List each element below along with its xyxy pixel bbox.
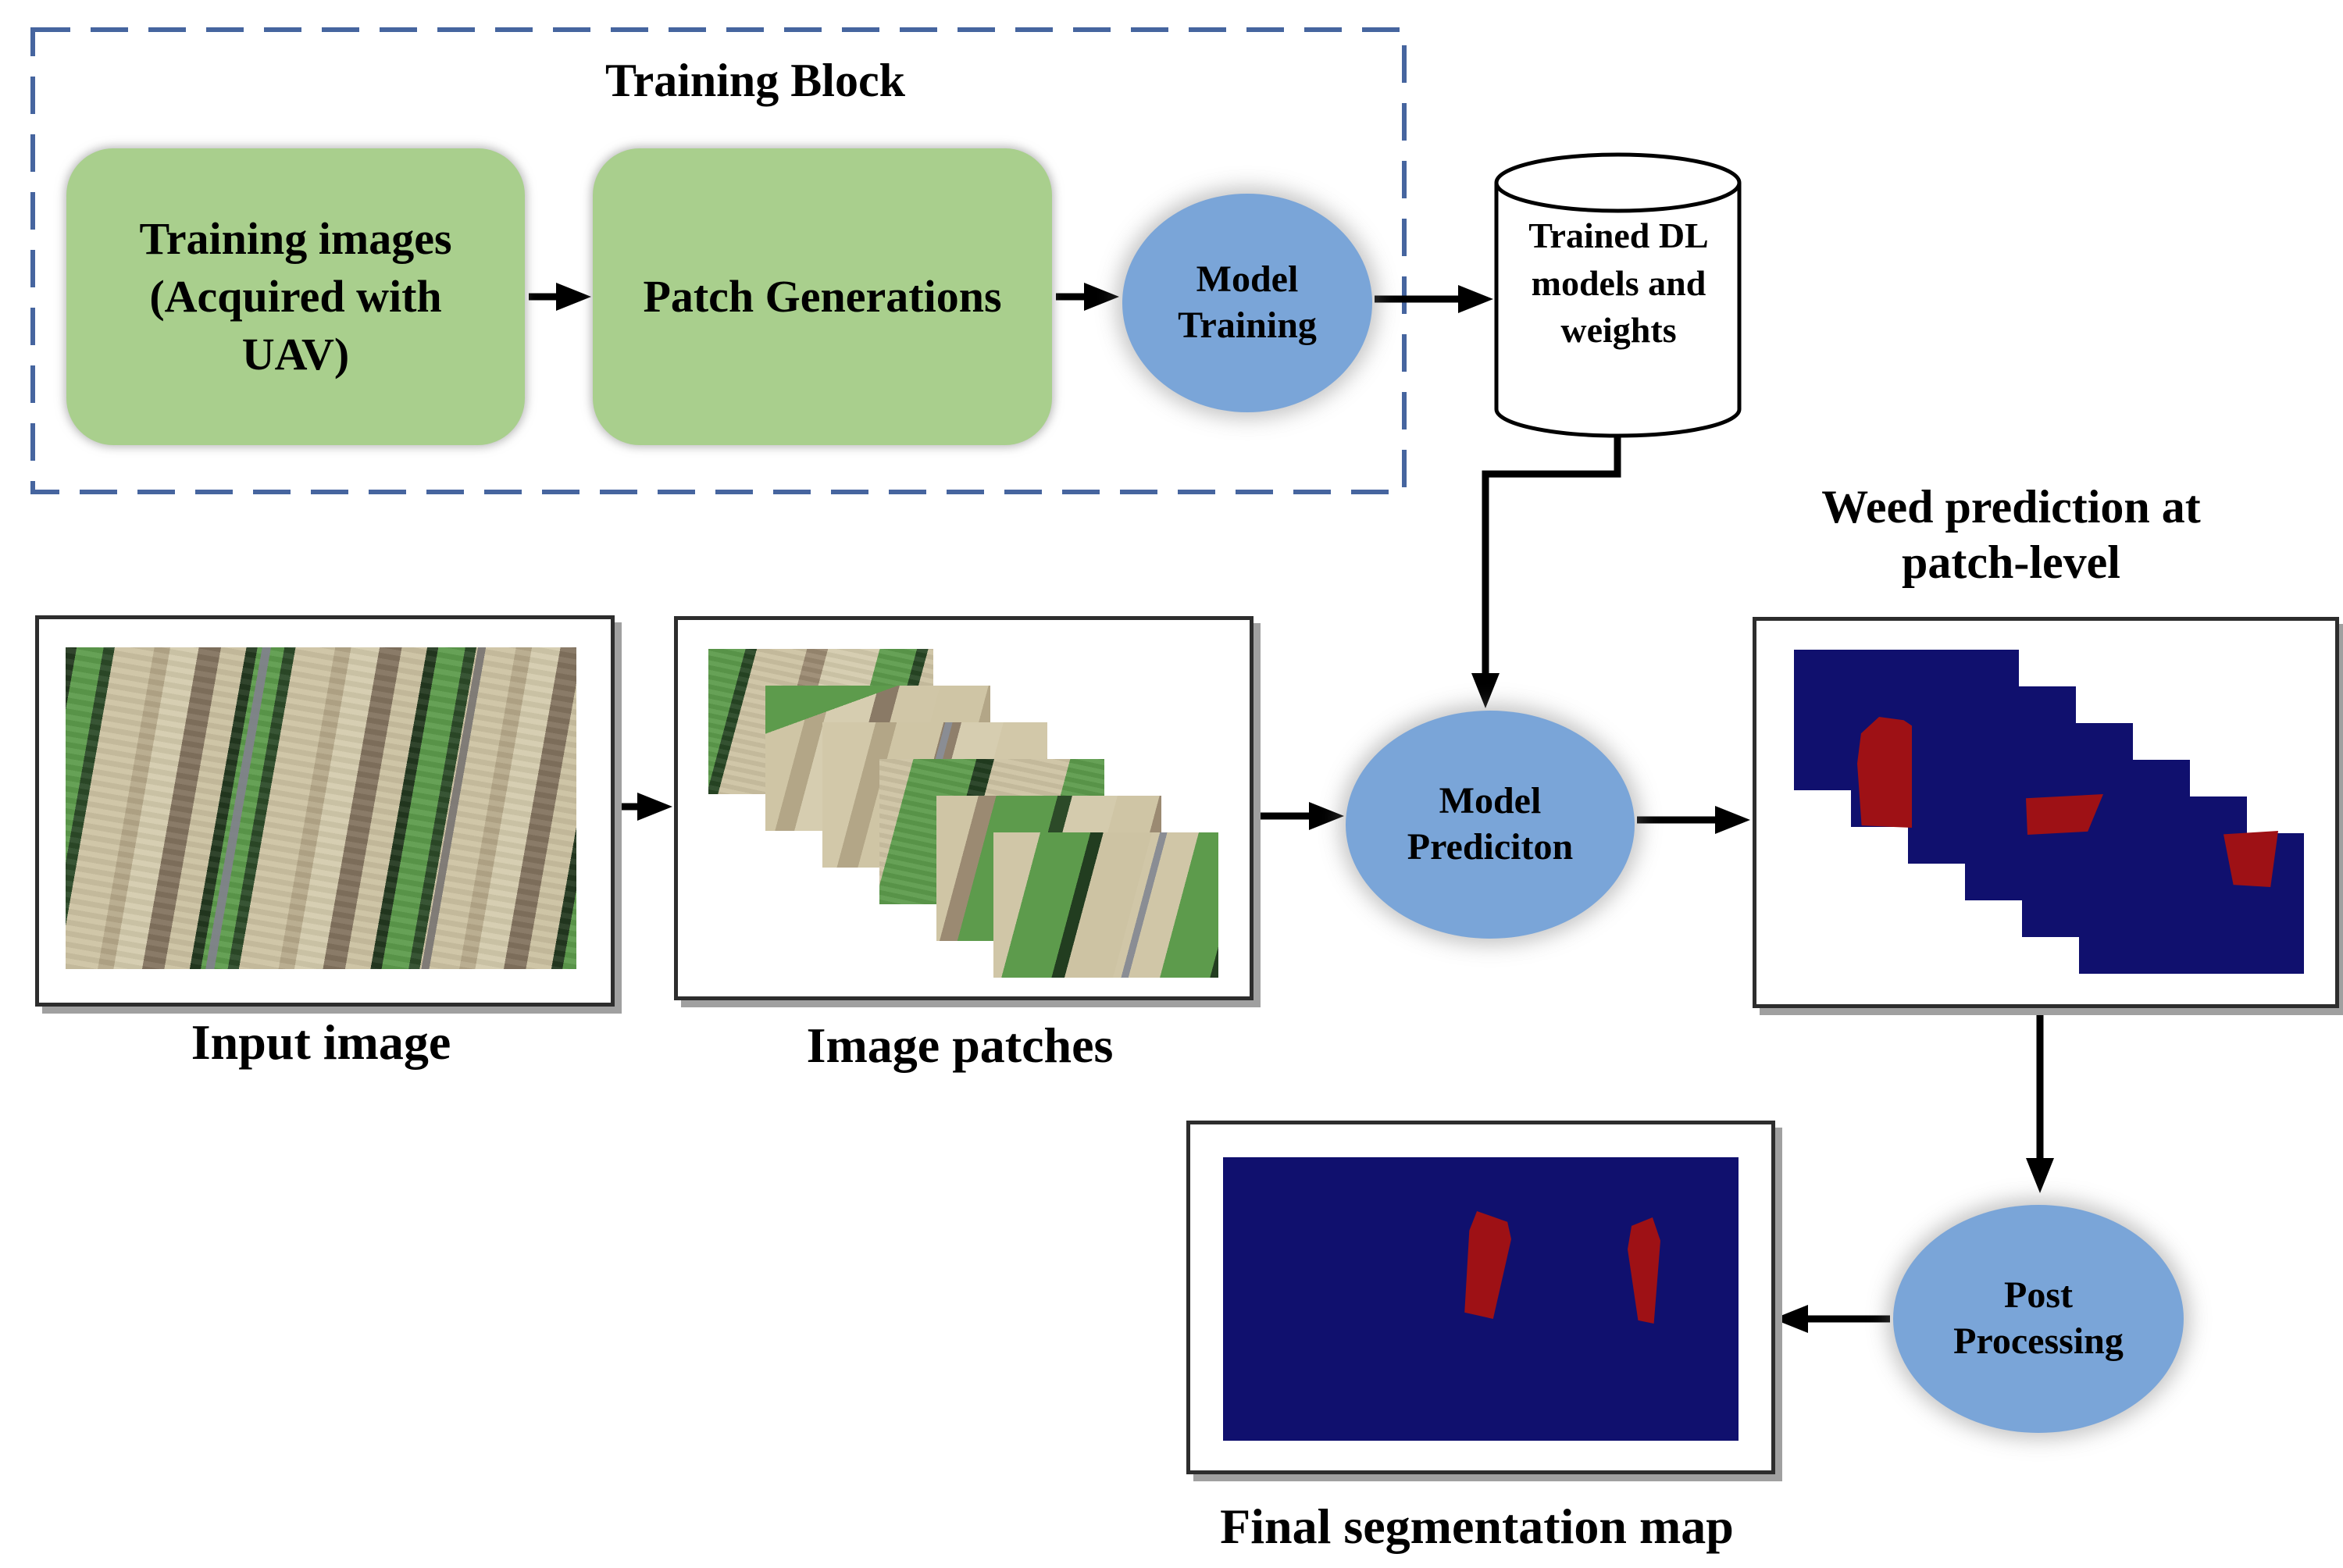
node-model-prediction: Model Prediciton [1346,711,1635,939]
node-training-images: Training images (Acquired with UAV) [66,148,525,445]
node-post-processing: Post Processing [1893,1205,2184,1433]
training-block-title: Training Block [605,55,905,106]
image-patch-thumb [993,832,1218,978]
arrow-model-training-to-database [1375,285,1493,313]
weed-region-blob [1857,717,1912,828]
weed-prediction-title: Weed prediction at patch-level [1821,481,2201,588]
final-segmentation-panel [1186,1121,1775,1474]
input-image-panel [35,615,615,1007]
arrow-patch-generations-to-model-training [1056,283,1119,311]
cylinder-body [1494,183,1742,438]
caption-final-segmentation: Final segmentation map [1220,1499,1734,1554]
cylinder-top [1494,152,1742,213]
node-patch-generations: Patch Generations [593,148,1052,445]
node-model-training: Model Training [1122,194,1372,412]
arrow-model-prediction-to-weed-prediction [1637,806,1750,834]
node-model-prediction-label: Model Prediciton [1407,780,1574,868]
image-patches-panel [674,616,1254,1000]
node-training-images-label: Training images (Acquired with UAV) [139,212,452,380]
node-model-training-label: Model Training [1178,258,1317,346]
weed-region-blob [1464,1211,1511,1319]
caption-image-patches: Image patches [806,1017,1114,1073]
weed-prediction-panel [1753,617,2339,1008]
database-cylinder-icon [1493,151,1742,449]
arrow-post-processing-to-final-map [1773,1305,1890,1333]
segmentation-map [1223,1157,1739,1441]
weed-region-blob [1628,1217,1660,1324]
input-aerial-photo [66,647,576,969]
node-post-processing-label: Post Processing [1953,1274,2124,1362]
arrow-input-image-to-image-patches [611,793,672,821]
arrow-database-to-model-prediction [1471,437,1621,708]
caption-input-image: Input image [191,1014,451,1070]
arrow-image-patches-to-model-prediction [1247,802,1344,830]
node-trained-db-label: Trained DL models and weights [1528,216,1709,351]
arrow-training-images-to-patch-generations [529,283,591,311]
node-patch-generations-label: Patch Generations [643,270,1002,322]
arrow-weed-prediction-to-post-processing [2026,1003,2054,1193]
weed-region-blob [2224,831,2278,887]
training-block-dashed-border [30,27,1407,494]
